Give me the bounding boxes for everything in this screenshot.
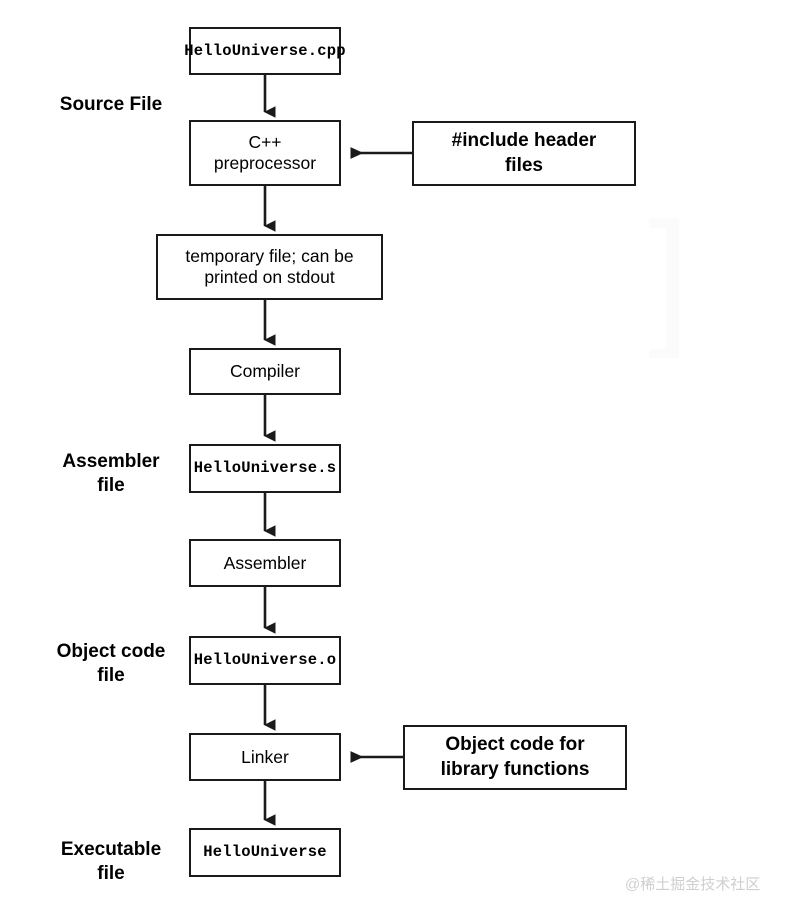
background-watermark: ]: [648, 191, 690, 359]
node-executable: HelloUniverse: [189, 828, 341, 877]
site-watermark: @稀土掘金技术社区: [625, 876, 761, 893]
node-temporary-file: temporary file; can be printed on stdout: [156, 234, 383, 300]
node-compiler: Compiler: [189, 348, 341, 395]
stage-label-executable-file: Executable file: [60, 839, 162, 885]
node-source-file: HelloUniverse.cpp: [184, 27, 346, 75]
note-include-header-files: #include header files: [412, 121, 636, 186]
stage-label-source-file: Source File: [59, 94, 163, 115]
node-assembly-file: HelloUniverse.s: [189, 444, 341, 493]
note-library-object-code: Object code for library functions: [403, 725, 627, 790]
node-preprocessor: C++ preprocessor: [189, 120, 341, 186]
stage-label-assembler-file: Assembler file: [62, 451, 160, 497]
node-linker: Linker: [189, 733, 341, 781]
node-object-file: HelloUniverse.o: [189, 636, 341, 685]
node-assembler: Assembler: [189, 539, 341, 587]
stage-label-object-code-file: Object code file: [56, 641, 166, 687]
